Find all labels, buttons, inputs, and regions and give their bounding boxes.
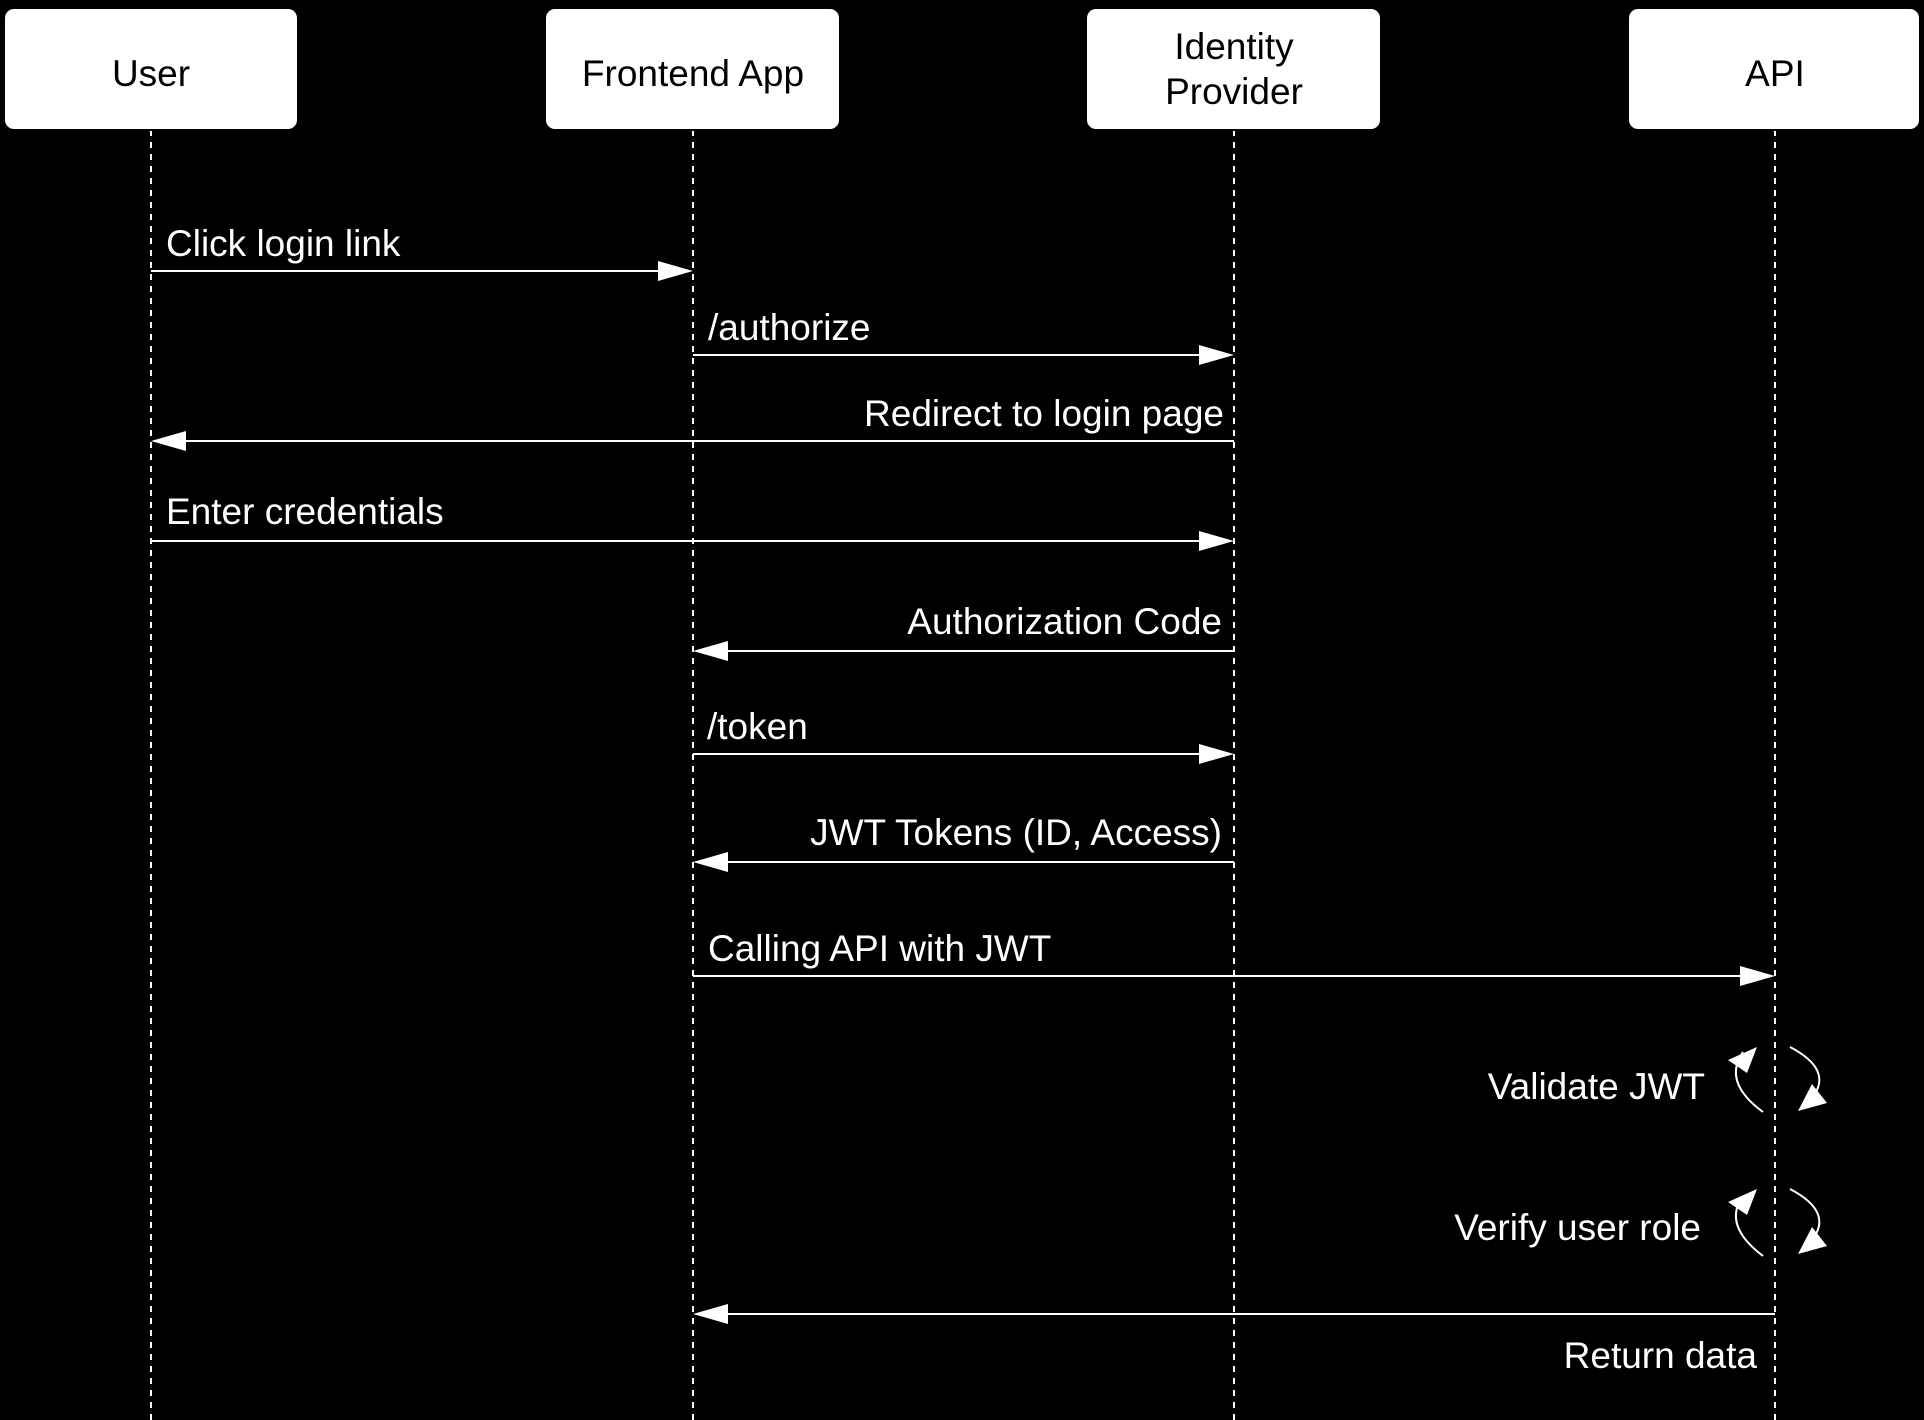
message-redirect-to-login-page: Redirect to login page [151,393,1234,451]
message-label: Validate JWT [1488,1066,1705,1107]
participant-api: API [1627,7,1921,131]
participant-user-label: User [112,53,190,94]
message-enter-credentials: Enter credentials [151,491,1234,551]
arrowhead [693,1304,728,1324]
message-click-login-link: Click login link [151,223,693,281]
message-jwt-tokens: JWT Tokens (ID, Access) [693,812,1234,872]
participant-identity-provider-label-line2: Provider [1165,71,1303,112]
arrowhead [1199,531,1234,551]
message-authorization-code: Authorization Code [693,601,1234,661]
message-verify-user-role: Verify user role [1454,1188,1827,1257]
arrowhead [1199,345,1234,365]
participant-api-label: API [1745,53,1805,94]
participant-frontend: Frontend App [544,7,841,131]
message-label: Redirect to login page [864,393,1224,434]
arrowhead [1798,1084,1827,1111]
arrowhead [151,431,186,451]
message-validate-jwt: Validate JWT [1488,1046,1827,1113]
arrowhead [1728,1189,1757,1215]
message-label: Calling API with JWT [708,928,1051,969]
message-label: Click login link [166,223,401,264]
participant-identity-provider: Identity Provider [1085,7,1382,131]
participant-identity-provider-label-line1: Identity [1174,26,1294,67]
message-label: /authorize [708,307,871,348]
message-label: Authorization Code [907,601,1222,642]
message-label: Verify user role [1454,1207,1701,1248]
message-label: Return data [1564,1335,1758,1376]
arrowhead [1728,1047,1757,1073]
participant-frontend-label: Frontend App [582,53,804,94]
participant-user: User [3,7,299,131]
message-calling-api-with-jwt: Calling API with JWT [693,928,1775,986]
message-label: JWT Tokens (ID, Access) [810,812,1222,853]
message-return-data: Return data [693,1304,1775,1376]
message-token: /token [693,706,1234,764]
message-label: /token [707,706,808,747]
arrowhead [658,261,693,281]
message-label: Enter credentials [166,491,444,532]
arrowhead [1798,1227,1827,1254]
arrowhead [1199,744,1234,764]
arrowhead [1740,966,1775,986]
arrowhead [693,641,728,661]
message-authorize: /authorize [693,307,1234,365]
arrowhead [693,852,728,872]
